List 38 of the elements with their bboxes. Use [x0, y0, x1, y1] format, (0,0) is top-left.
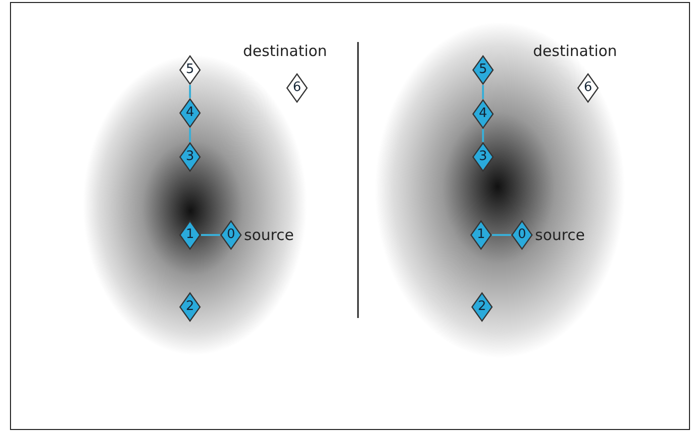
node-number: 5 [478, 61, 488, 79]
node-number: 2 [476, 298, 488, 316]
diamond-node [179, 220, 201, 250]
diamond-node [470, 220, 492, 250]
node-caption: source [244, 226, 294, 244]
node-number: 0 [226, 226, 236, 244]
diamond-node [472, 55, 494, 85]
node-number: 4 [184, 104, 196, 122]
diamond-node [179, 55, 201, 85]
connector-line [482, 129, 484, 142]
node-number: 4 [478, 105, 488, 123]
connector-line [492, 234, 511, 236]
node-number: 3 [184, 148, 196, 166]
node-number: 3 [478, 148, 488, 166]
diamond-node [472, 99, 494, 129]
diamond-node [220, 220, 242, 250]
node-number: 1 [184, 226, 196, 244]
diamond-node [179, 98, 201, 128]
diamond-node [471, 292, 493, 322]
diamond-node [286, 73, 308, 103]
node-number: 1 [476, 226, 486, 244]
connector-line [189, 85, 191, 98]
connector-line [189, 128, 191, 142]
node-number: 6 [292, 79, 302, 97]
node-number: 6 [582, 79, 594, 97]
node-number: 0 [516, 226, 528, 244]
node-caption: destination [533, 42, 618, 60]
diamond-node [472, 142, 494, 172]
node-caption: source [535, 226, 585, 244]
node-number: 5 [184, 61, 196, 79]
node-number: 2 [184, 298, 196, 316]
diamond-node [179, 142, 201, 172]
diamond-node [577, 73, 599, 103]
connector-line [201, 234, 220, 236]
diamond-node [179, 292, 201, 322]
connector-line [482, 85, 484, 99]
diamond-node [511, 220, 533, 250]
node-caption: destination [243, 42, 328, 60]
